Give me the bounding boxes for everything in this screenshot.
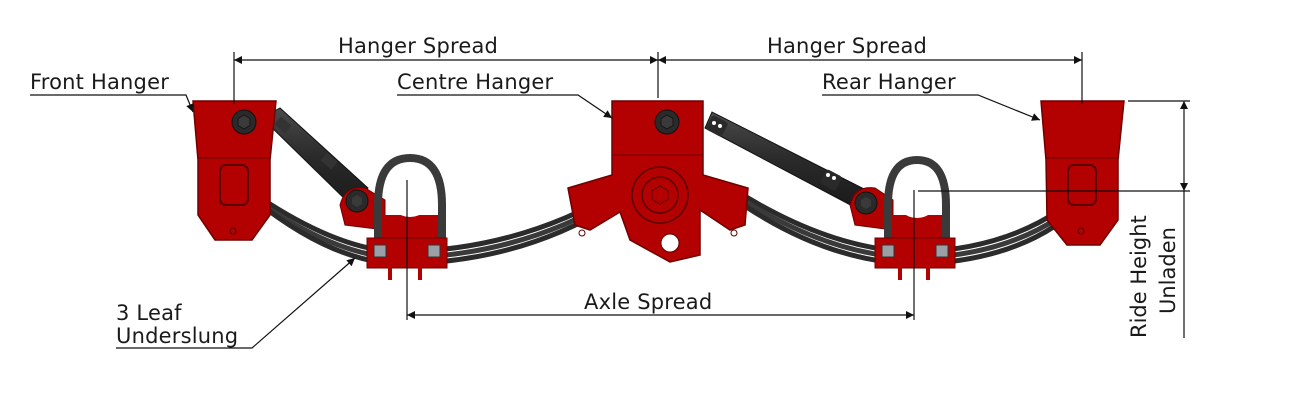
leader-lines xyxy=(30,94,1041,349)
leaf-spring-label-line2: Underslung xyxy=(116,324,239,348)
front-torque-arm xyxy=(261,107,369,207)
hanger-spread-label-left: Hanger Spread xyxy=(338,34,499,58)
hanger-spread-label-right: Hanger Spread xyxy=(767,34,928,58)
front-hanger-label: Front Hanger xyxy=(30,70,170,94)
ride-height-dimension xyxy=(918,100,1190,338)
ride-height-label-line2: Unladen xyxy=(1156,227,1180,314)
rear-axle-seat xyxy=(849,155,956,280)
axle-spread-dimension xyxy=(406,180,915,320)
centre-hanger-label: Centre Hanger xyxy=(397,70,554,94)
front-hanger xyxy=(192,100,277,241)
leaf-spring-label-line1: 3 Leaf xyxy=(116,301,182,325)
centre-hanger xyxy=(567,100,749,263)
rear-torque-arm xyxy=(704,111,867,209)
rear-hanger-label: Rear Hanger xyxy=(822,70,956,94)
axle-spread-label: Axle Spread xyxy=(584,290,713,314)
ride-height-label-line1: Ride Height xyxy=(1127,215,1151,338)
hanger-spread-dimension-right xyxy=(658,52,1083,104)
front-axle-seat xyxy=(339,153,448,280)
rear-hanger xyxy=(1040,100,1125,246)
